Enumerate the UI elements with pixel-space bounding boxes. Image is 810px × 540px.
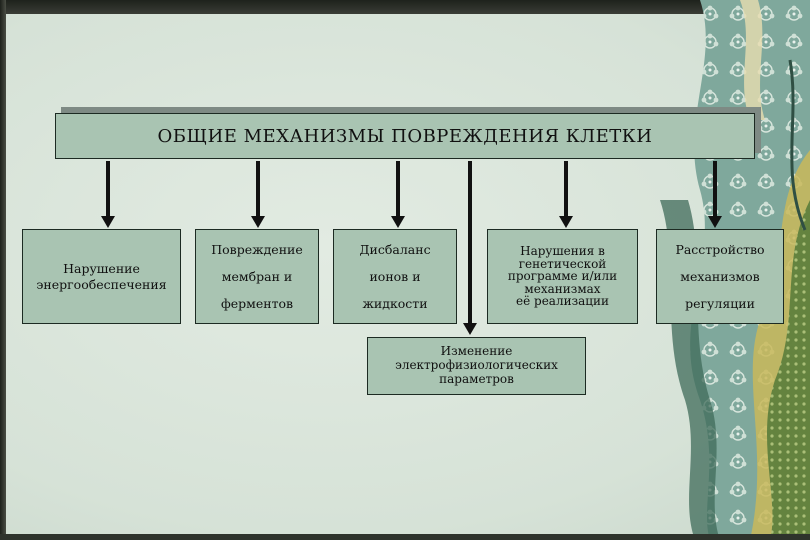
category-box-energy: Нарушение энергообеспечения [22,229,181,324]
electrophysiology-box: Изменение электрофизиологических парамет… [367,337,586,395]
category-box-genetic: Нарушения в генетической программе и/или… [487,229,638,324]
diagram-title: ОБЩИЕ МЕХАНИЗМЫ ПОВРЕЖДЕНИЯ КЛЕТКИ [157,125,653,147]
category-box-regulation: Расстройство механизмов регуляции [656,229,784,324]
category-line: Нарушение [63,260,140,276]
category-line: программе и/или [507,269,618,284]
diagram-title-box: ОБЩИЕ МЕХАНИЗМЫ ПОВРЕЖДЕНИЯ КЛЕТКИ [55,113,755,159]
arrow-head-membrane [251,216,265,228]
category-line: мембран и [221,269,293,284]
category-line: механизмах [524,281,601,296]
category-line: Расстройство [675,242,765,257]
category-line: энергообеспечения [36,276,167,292]
sub-box-line: параметров [439,371,514,386]
category-box-membrane: Повреждение мембран и ферментов [195,229,319,324]
slide-top-frame [0,0,810,14]
slide-bottom-frame [0,534,810,540]
arrow-head-energy [101,216,115,228]
category-line: Дисбаланс [359,242,431,257]
category-line: генетической [518,256,607,271]
arrow-head-regulation [708,216,722,228]
arrow-head-ions [391,216,405,228]
arrow-head-electro [463,323,477,335]
sub-box-line: электрофизиологических [395,358,558,373]
category-line: жидкости [362,296,428,311]
category-line: Нарушения в [520,244,605,259]
category-line: ферментов [220,296,294,311]
sub-box-line: Изменение [440,344,513,359]
category-line: её реализации [516,294,609,309]
category-box-ions: Дисбаланс ионов и жидкости [333,229,457,324]
category-line: регуляции [685,296,755,311]
category-line: механизмов [680,269,760,284]
slide-left-frame [0,0,6,540]
arrow-head-genetic [559,216,573,228]
category-line: ионов и [369,269,421,284]
category-line: Повреждение [211,242,303,257]
